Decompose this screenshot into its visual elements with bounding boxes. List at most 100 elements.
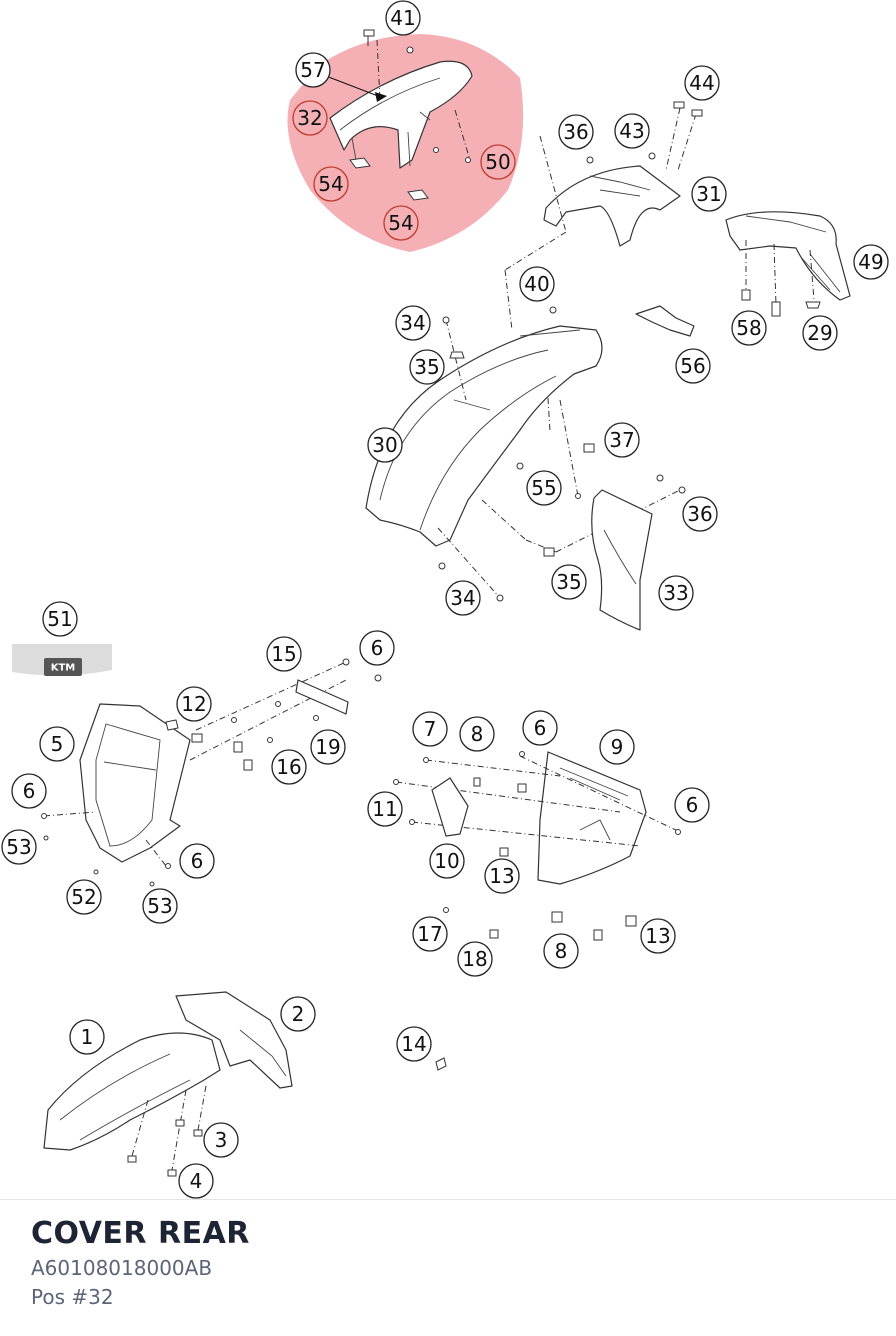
callout-17[interactable]: 17 [412,916,448,952]
callout-43[interactable]: 43 [614,113,650,149]
callout-14[interactable]: 14 [396,1026,432,1062]
callout-54-a[interactable]: 54 [313,166,349,202]
svg-text:35: 35 [556,570,581,594]
svg-text:54: 54 [388,211,413,235]
svg-text:31: 31 [696,182,721,206]
svg-text:8: 8 [471,722,484,746]
callout-8-b[interactable]: 8 [543,933,579,969]
svg-text:17: 17 [417,922,442,946]
callout-3[interactable]: 3 [203,1122,239,1158]
svg-text:13: 13 [645,924,670,948]
callout-10[interactable]: 10 [429,843,465,879]
callout-53-b[interactable]: 53 [142,888,178,924]
callout-36-b[interactable]: 36 [682,496,718,532]
svg-text:51: 51 [47,607,72,631]
callout-52[interactable]: 52 [66,879,102,915]
callout-55[interactable]: 55 [526,470,562,506]
callout-2[interactable]: 2 [280,996,316,1032]
callout-37[interactable]: 37 [604,422,640,458]
svg-text:6: 6 [191,849,204,873]
callout-33[interactable]: 33 [658,575,694,611]
part-headlight-mask[interactable] [41,661,347,887]
svg-text:36: 36 [563,120,588,144]
svg-text:6: 6 [534,716,547,740]
svg-text:7: 7 [424,717,437,741]
part-front-number-plate[interactable] [393,751,681,941]
callout-6-a[interactable]: 6 [359,630,395,666]
callout-6-d[interactable]: 6 [522,710,558,746]
svg-text:54: 54 [318,172,343,196]
callout-30[interactable]: 30 [367,427,403,463]
callout-51[interactable]: 51 [42,601,78,637]
callout-6-e[interactable]: 6 [674,787,710,823]
part-side-panel[interactable] [591,474,686,631]
svg-text:40: 40 [524,272,549,296]
callout-41[interactable]: 41 [385,0,421,36]
callout-29[interactable]: 29 [802,315,838,351]
svg-text:6: 6 [686,793,699,817]
callout-13-b[interactable]: 13 [640,918,676,954]
svg-text:2: 2 [292,1002,305,1026]
callout-36-a[interactable]: 36 [558,114,594,150]
svg-text:41: 41 [390,6,415,30]
part-logo-plate[interactable]: KTM [12,644,112,676]
svg-text:14: 14 [401,1032,426,1056]
callout-44[interactable]: 44 [684,65,720,101]
callout-7[interactable]: 7 [412,711,448,747]
part-14-clip[interactable] [435,1057,447,1071]
part-cover-rear[interactable] [329,60,473,169]
callout-35-b[interactable]: 35 [551,564,587,600]
callout-34-a[interactable]: 34 [395,305,431,341]
callout-40[interactable]: 40 [519,266,555,302]
callout-9[interactable]: 9 [599,729,635,765]
part-rear-fender[interactable] [365,306,681,602]
part-number-plate-holder[interactable] [725,211,851,317]
svg-text:50: 50 [485,150,510,174]
callout-6-c[interactable]: 6 [179,843,215,879]
callout-49[interactable]: 49 [853,244,889,280]
svg-text:52: 52 [71,885,96,909]
svg-text:32: 32 [297,106,322,130]
callout-15[interactable]: 15 [266,636,302,672]
part-title: COVER REAR [31,1216,250,1251]
callout-16[interactable]: 16 [271,749,307,785]
part-front-fender[interactable] [43,991,293,1177]
callout-13-a[interactable]: 13 [484,858,520,894]
callout-8-a[interactable]: 8 [459,716,495,752]
callout-35-a[interactable]: 35 [409,349,445,385]
callout-34-b[interactable]: 34 [445,580,481,616]
svg-text:11: 11 [372,797,397,821]
callout-31[interactable]: 31 [691,176,727,212]
svg-text:49: 49 [858,250,883,274]
callout-5[interactable]: 5 [39,726,75,762]
part-bracket-56[interactable] [635,305,695,337]
svg-text:9: 9 [611,735,624,759]
callout-56[interactable]: 56 [675,348,711,384]
svg-text:16: 16 [276,755,301,779]
svg-text:18: 18 [462,947,487,971]
callout-4[interactable]: 4 [178,1163,214,1199]
callout-18[interactable]: 18 [457,941,493,977]
svg-text:36: 36 [687,502,712,526]
callout-58[interactable]: 58 [731,310,767,346]
callout-12[interactable]: 12 [176,686,212,722]
callout-19[interactable]: 19 [310,729,346,765]
callout-50[interactable]: 50 [480,144,516,180]
svg-text:35: 35 [414,355,439,379]
callout-6-b[interactable]: 6 [11,773,47,809]
callout-54-b[interactable]: 54 [383,205,419,241]
svg-text:4: 4 [190,1169,203,1193]
part-position: Pos #32 [31,1285,114,1309]
callout-11[interactable]: 11 [367,791,403,827]
callout-53-a[interactable]: 53 [1,829,37,865]
part-grab-handle[interactable] [504,101,703,331]
svg-text:29: 29 [807,321,832,345]
part-mask-bracket[interactable] [165,658,382,771]
callout-57[interactable]: 57 [295,52,331,88]
callout-32[interactable]: 32 [292,100,328,136]
svg-text:15: 15 [271,642,296,666]
svg-text:8: 8 [555,939,568,963]
part-info-footer: COVER REAR A60108018000AB Pos #32 [0,1199,896,1336]
svg-text:37: 37 [609,428,634,452]
callout-1[interactable]: 1 [69,1019,105,1055]
